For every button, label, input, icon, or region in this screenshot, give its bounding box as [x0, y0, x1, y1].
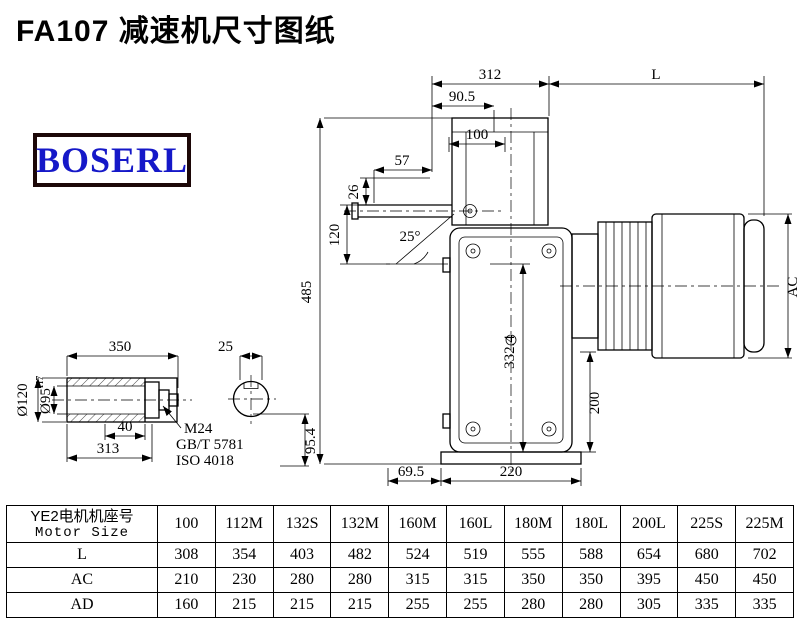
- fan-cover: [743, 219, 765, 353]
- input-housing: [451, 117, 549, 226]
- motor-size-header-cn: YE2电机机座号: [30, 507, 134, 525]
- dim-312-label: 312: [479, 67, 502, 83]
- dimension-drawing: 312 L 90.5 100 57 26 120 25° 485 332.4 A…: [15, 67, 800, 486]
- value-cell: 654: [619, 542, 679, 568]
- dim-90-5-label: 90.5: [449, 89, 475, 105]
- value-cell: 702: [735, 542, 794, 568]
- size-header-cell: 225S: [677, 505, 737, 543]
- table-row-L: L 308 354 403 482 524 519 555 588 654 68…: [6, 542, 794, 568]
- dim-25-label: 25: [218, 339, 233, 355]
- dim-57-label: 57: [395, 153, 411, 169]
- shaft-dimensions: 350 25 40 313 Ø120 Ø95 H7 M24 GB/T 5781 …: [15, 339, 263, 469]
- dim-485-label: 485: [299, 281, 315, 304]
- size-header-cell: 100: [157, 505, 216, 543]
- brand-logo: BOSERL: [33, 133, 191, 187]
- dim-26-label: 26: [346, 184, 362, 200]
- motor: [571, 213, 765, 359]
- dim-200-label: 200: [587, 392, 603, 415]
- table-header-row: YE2电机机座号 Motor Size 100 112M 132S 132M 1…: [6, 505, 794, 543]
- value-cell: 230: [214, 567, 274, 593]
- size-header-cell: 132S: [272, 505, 332, 543]
- value-cell: 315: [446, 567, 505, 593]
- dim-69-5-label: 69.5: [398, 464, 424, 480]
- chamfer-edge: [386, 213, 455, 265]
- motor-size-table: YE2电机机座号 Motor Size 100 112M 132S 132M 1…: [6, 505, 794, 618]
- hollow-shaft-section: [66, 377, 179, 423]
- std-gb-label: GB/T 5781: [176, 437, 244, 453]
- value-cell: 354: [214, 542, 274, 568]
- size-header-cell: 225M: [735, 505, 794, 543]
- value-cell: 403: [272, 542, 332, 568]
- gear-housing: [440, 227, 582, 465]
- bore-dia-text: Ø95: [38, 388, 54, 414]
- std-iso-label: ISO 4018: [176, 453, 234, 469]
- dim-L-label: L: [651, 67, 660, 83]
- size-header-cell: 180L: [561, 505, 621, 543]
- value-cell: 350: [503, 567, 563, 593]
- value-cell: 450: [677, 567, 737, 593]
- value-cell: 555: [503, 542, 563, 568]
- size-header-cell: 200L: [619, 505, 679, 543]
- value-cell: 588: [561, 542, 621, 568]
- value-cell: 280: [272, 567, 332, 593]
- value-cell: 308: [157, 542, 216, 568]
- dim-350-label: 350: [109, 339, 132, 355]
- brand-logo-text: BOSERL: [35, 140, 189, 180]
- main-view: 312 L 90.5 100 57 26 120 25° 485 332.4 A…: [253, 67, 800, 486]
- size-header-cell: 132M: [330, 505, 390, 543]
- shaft-end-bolt: [168, 393, 179, 407]
- dim-bore-dia-label: Ø95 H7: [35, 376, 54, 414]
- size-header-cell: 160L: [446, 505, 505, 543]
- motor-size-header-en: Motor Size: [34, 524, 129, 541]
- dim-AC-label: AC: [785, 277, 800, 298]
- bore-tolerance-text: H7: [35, 376, 46, 388]
- dim-313-label: 313: [97, 441, 120, 457]
- value-cell: 524: [388, 542, 448, 568]
- dim-100-label: 100: [466, 127, 489, 143]
- size-header-cell: 112M: [214, 505, 274, 543]
- keyway: [243, 383, 259, 389]
- value-cell: 680: [677, 542, 737, 568]
- shaft-detail-view: 350 25 40 313 Ø120 Ø95 H7 M24 GB/T 5781 …: [15, 339, 276, 469]
- base-flange: [440, 451, 582, 465]
- input-shaft: [351, 177, 477, 220]
- shaft-end-view: [228, 375, 276, 424]
- size-header-cell: 160M: [388, 505, 448, 543]
- value-cell: 450: [735, 567, 794, 593]
- dim-40-label: 40: [118, 419, 133, 435]
- page-title: FA107 减速机尺寸图纸: [16, 15, 336, 48]
- table-row-AC: AC 210 230 280 280 315 315 350 350 395 4…: [6, 567, 794, 593]
- value-cell: 395: [619, 567, 679, 593]
- row-label-cell: L: [6, 542, 158, 568]
- main-dimensions: 312 L 90.5 100 57 26 120 25° 485 332.4 A…: [253, 67, 800, 486]
- angle-25-label: 25°: [400, 229, 421, 245]
- row-label-cell: AC: [6, 567, 158, 593]
- value-cell: 482: [330, 542, 390, 568]
- value-cell: 315: [388, 567, 448, 593]
- bolt-spec-label: M24: [184, 421, 213, 437]
- dim-outer-dia-label: Ø120: [15, 383, 31, 416]
- size-header-cell: 180M: [503, 505, 563, 543]
- value-cell: 519: [446, 542, 505, 568]
- value-cell: 210: [157, 567, 216, 593]
- dim-332-4-label: 332.4: [502, 335, 518, 369]
- dim-120-label: 120: [327, 224, 343, 247]
- motor-size-header-cell: YE2电机机座号 Motor Size: [6, 505, 158, 543]
- dim-95-4-label: 95.4: [303, 427, 319, 454]
- value-cell: 280: [330, 567, 390, 593]
- dim-220-label: 220: [500, 464, 523, 480]
- value-cell: 350: [561, 567, 621, 593]
